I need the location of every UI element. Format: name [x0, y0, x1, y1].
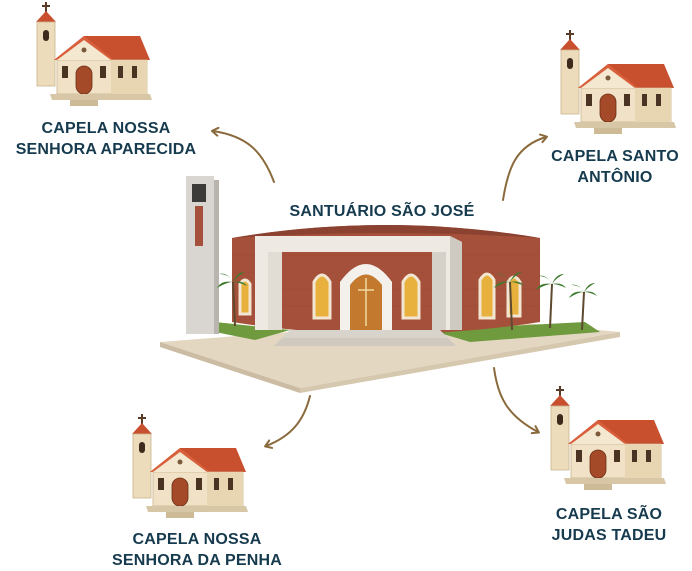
chapel-label-penha: CAPELA NOSSA SENHORA DA PENHA [102, 529, 292, 571]
chapel-label-line: CAPELA NOSSA [132, 531, 262, 548]
chapel-label-line: CAPELA SÃO [555, 506, 663, 523]
chapel-judas-tadeu-illustration [549, 386, 666, 491]
sanctuary-illustration [160, 176, 620, 393]
sanctuary-title: SANTUÁRIO SÃO JOSÉ [289, 203, 475, 220]
chapel-label-aparecida: CAPELA NOSSA SENHORA APARECIDA [6, 118, 206, 160]
chapel-label-line: CAPELA NOSSA [41, 120, 171, 137]
chapel-santo-antonio-illustration [559, 30, 676, 135]
chapel-penha-illustration [131, 414, 248, 519]
chapel-label-line: SENHORA APARECIDA [15, 141, 197, 158]
chapel-aparecida-illustration [35, 2, 152, 107]
arrow-to-santo-antonio [502, 133, 548, 201]
arrow-to-judas-tadeu [493, 367, 540, 435]
chapel-label-judas-tadeu: CAPELA SÃO JUDAS TADEU [534, 504, 684, 546]
chapel-label-line: CAPELA SANTO [551, 148, 679, 165]
arrow-to-aparecida [211, 126, 275, 183]
chapel-label-line: ANTÔNIO [577, 169, 653, 186]
arrow-to-penha [264, 395, 311, 449]
chapel-label-line: JUDAS TADEU [551, 527, 667, 544]
chapel-label-santo-antonio: CAPELA SANTO ANTÔNIO [540, 146, 690, 188]
chapel-label-line: SENHORA DA PENHA [111, 552, 283, 569]
